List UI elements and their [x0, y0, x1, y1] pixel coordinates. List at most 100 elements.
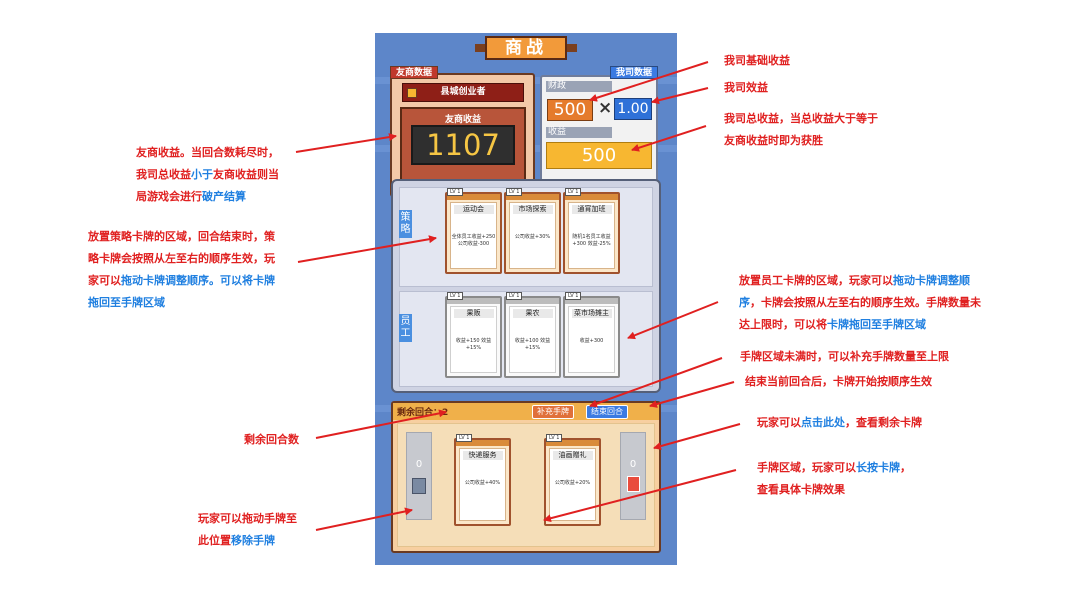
- rival-income-label: 友商收益: [444, 115, 481, 125]
- card-effect: 收益+100 效益+15%: [514, 338, 551, 351]
- note-text: 达上限时，可以将: [739, 318, 827, 331]
- note-text: ，卡牌会按照从左至右的顺序生效。手牌数量未: [750, 296, 981, 309]
- discard-zone[interactable]: 0: [406, 432, 432, 520]
- multiply-icon: ×: [598, 98, 613, 118]
- note-hand-area: 手牌区域，玩家可以长按卡牌， 查看具体卡牌效果: [757, 457, 911, 501]
- card-effect: 收益+150 效益+15%: [455, 338, 492, 351]
- note-line: 局游戏会进行破产结算: [136, 186, 279, 208]
- card-topbar: [506, 298, 559, 304]
- card-face: 快递服务 公司收益+40%: [459, 448, 506, 521]
- efficiency-value: 1.00: [614, 98, 652, 120]
- banner-wing-right: [557, 44, 577, 52]
- note-highlight: 拖动卡牌调整顺: [893, 274, 970, 287]
- hand-tray[interactable]: 0 LV 1 快递服务 公司收益+40% LV 1 油画赠礼 公司收益+20%: [397, 423, 655, 547]
- hand-toolbar: 剩余回合：2 补充手牌 结束回合: [393, 403, 659, 420]
- deck-pile[interactable]: 0: [620, 432, 646, 520]
- card-name: 果贩: [453, 309, 494, 318]
- card-name: 果农: [512, 309, 553, 318]
- total-income-value: 500: [546, 142, 652, 169]
- note-end-turn: 结束当前回合后，卡牌开始按顺序生效: [745, 375, 932, 388]
- note-line: 查看具体卡牌效果: [757, 483, 845, 496]
- note-highlight: 卡牌拖回至手牌区域: [827, 318, 926, 331]
- staff-card[interactable]: LV 1 菜市场摊主 收益+300: [563, 292, 620, 378]
- card-level: LV 1: [546, 434, 563, 442]
- strategy-zone-label: 策略: [399, 210, 412, 238]
- note-efficiency: 我司效益: [724, 81, 768, 94]
- note-strategy-zone: 放置策略卡牌的区域，回合结束时，策 略卡牌会按照从左至右的顺序生效，玩 家可以拖…: [88, 226, 275, 314]
- note-line: 略卡牌会按照从左至右的顺序生效，玩: [88, 252, 275, 265]
- card-level: LV 1: [506, 292, 523, 300]
- note-total-income: 我司总收益，当总收益大于等于 友商收益时即为获胜: [724, 108, 878, 152]
- staff-zone-label: 员工: [399, 314, 412, 342]
- card-face: 菜市场摊主 收益+300: [568, 306, 615, 373]
- card-face: 油画赠礼 公司收益+20%: [549, 448, 596, 521]
- rival-rank-ribbon: 县城创业者: [402, 83, 524, 102]
- note-text: ，查看剩余卡牌: [845, 416, 922, 429]
- note-highlight: 点击此处: [801, 416, 845, 429]
- strategy-card[interactable]: LV 1 运动会 全体员工收益+250 公司收益-300: [445, 188, 502, 274]
- note-text: ，: [900, 461, 911, 474]
- card-name: 市场探索: [512, 205, 553, 214]
- note-line: 序，卡牌会按照从左至右的顺序生效。手牌数量未: [739, 292, 981, 314]
- strategy-card[interactable]: LV 1 通宵加班 随机1名员工收益+300 效益-25%: [563, 188, 620, 274]
- card-effect: 全体员工收益+250 公司收益-300: [451, 234, 496, 247]
- note-rounds: 剩余回合数: [244, 433, 299, 446]
- note-deck: 玩家可以点击此处，查看剩余卡牌: [757, 412, 922, 434]
- end-turn-button[interactable]: 结束回合: [586, 405, 628, 419]
- card-topbar: [447, 298, 500, 304]
- card-face: 果贩 收益+150 效益+15%: [450, 306, 497, 373]
- note-discard: 玩家可以拖动手牌至 此位置移除手牌: [198, 508, 297, 552]
- note-staff-zone: 放置员工卡牌的区域，玩家可以拖动卡牌调整顺 序，卡牌会按照从左至右的顺序生效。手…: [739, 270, 981, 336]
- note-line: 友商收益。当回合数耗尽时，: [136, 146, 279, 159]
- note-highlight: 长按卡牌: [856, 461, 900, 474]
- note-text: 我司总收益: [136, 168, 191, 181]
- note-text: 此位置: [198, 534, 231, 547]
- note-line: 玩家可以拖动手牌至: [198, 512, 297, 525]
- card-level: LV 1: [506, 188, 523, 196]
- note-line: 我司总收益小于友商收益则当: [136, 164, 279, 186]
- note-line: 友商收益时即为获胜: [724, 134, 823, 147]
- card-level: LV 1: [447, 292, 464, 300]
- rounds-remaining: 剩余回合：2: [397, 405, 448, 418]
- card-name: 菜市场摊主: [571, 309, 612, 318]
- note-line: 拖回至手牌区域: [88, 296, 165, 309]
- card-topbar: [506, 194, 559, 200]
- note-text: 友商收益则当: [213, 168, 279, 181]
- hand-card[interactable]: LV 1 快递服务 公司收益+40%: [454, 434, 511, 526]
- title-banner: 商战: [475, 36, 577, 60]
- note-line: 达上限时，可以将卡牌拖回至手牌区域: [739, 314, 981, 336]
- note-refill: 手牌区域未满时，可以补充手牌数量至上限: [740, 350, 949, 363]
- card-face: 果农 收益+100 效益+15%: [509, 306, 556, 373]
- rival-tab-label: 友商数据: [390, 66, 439, 79]
- note-highlight: 序: [739, 296, 750, 309]
- strategy-zone[interactable]: 策略 LV 1 运动会 全体员工收益+250 公司收益-300 LV 1 市场探…: [399, 187, 653, 287]
- note-text: 放置员工卡牌的区域，玩家可以: [739, 274, 893, 287]
- strategy-card[interactable]: LV 1 市场探索 公司收益+30%: [504, 188, 561, 274]
- note-highlight: 小于: [191, 168, 213, 181]
- refill-hand-button[interactable]: 补充手牌: [532, 405, 574, 419]
- note-highlight: 拖动卡牌调整顺序。可以将卡牌: [121, 274, 275, 287]
- card-face: 市场探索 公司收益+30%: [509, 202, 556, 269]
- staff-card[interactable]: LV 1 果贩 收益+150 效益+15%: [445, 292, 502, 378]
- card-topbar: [447, 194, 500, 200]
- rounds-value: 2: [442, 408, 449, 418]
- card-effect: 公司收益+20%: [554, 480, 591, 486]
- hand-card[interactable]: LV 1 油画赠礼 公司收益+20%: [544, 434, 601, 526]
- card-effect: 收益+300: [579, 338, 604, 344]
- note-line: 放置员工卡牌的区域，玩家可以拖动卡牌调整顺: [739, 270, 981, 292]
- note-line: 我司总收益，当总收益大于等于: [724, 112, 878, 125]
- staff-card[interactable]: LV 1 果农 收益+100 效益+15%: [504, 292, 561, 378]
- rival-panel: 友商数据 县城创业者 友商收益 1107: [390, 66, 535, 197]
- card-effect: 公司收益+40%: [464, 480, 501, 486]
- card-face: 通宵加班 随机1名员工收益+300 效益-25%: [568, 202, 615, 269]
- card-level: LV 1: [565, 188, 582, 196]
- card-level: LV 1: [565, 292, 582, 300]
- staff-zone[interactable]: 员工 LV 1 果贩 收益+150 效益+15% LV 1 果农 收益+100 …: [399, 291, 653, 387]
- card-face: 运动会 全体员工收益+250 公司收益-300: [450, 202, 497, 269]
- note-base-income: 我司基础收益: [724, 54, 790, 67]
- note-text: 手牌区域，玩家可以: [757, 461, 856, 474]
- my-income-label: 收益: [546, 127, 612, 138]
- note-line: 家可以拖动卡牌调整顺序。可以将卡牌: [88, 270, 275, 292]
- my-tab-label: 我司数据: [609, 66, 658, 79]
- note-highlight: 破产结算: [202, 190, 246, 203]
